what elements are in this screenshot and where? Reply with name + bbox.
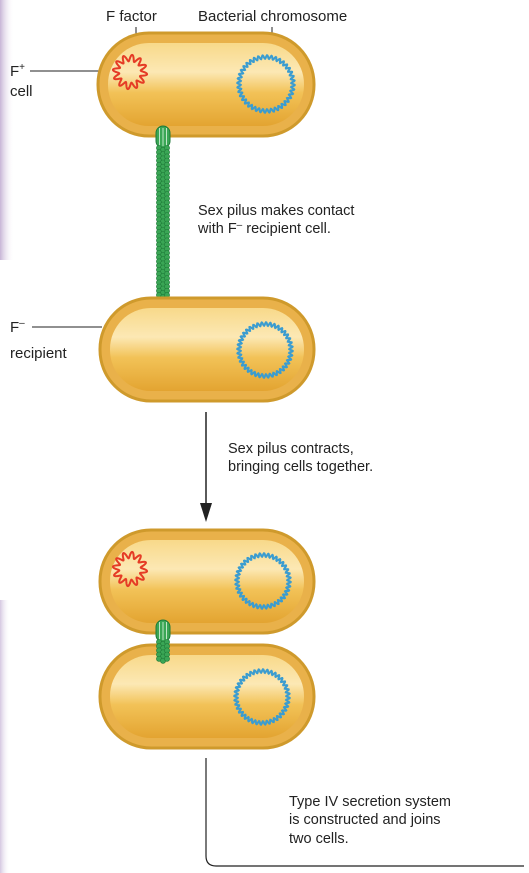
label-cell: cell [10,83,33,100]
label-f-minus: F– [10,318,25,336]
f-minus-recipient-cell-joined [100,645,314,748]
caption-step3-line3: two cells. [289,831,349,847]
caption-step2-line2: bringing cells together. [228,459,373,475]
caption-step1-line2: with F– recipient cell. [197,220,331,237]
label-bacterial-chromosome: Bacterial chromosome [198,8,347,25]
label-f-plus: F+ [10,62,25,80]
label-f-factor: F factor [106,8,157,25]
caption-step3-line1: Type IV secretion system [289,794,451,810]
caption-step1-line1: Sex pilus makes contact [198,203,354,219]
sex-pilus-long [156,126,170,300]
type-iv-secretion-system [156,620,170,663]
f-minus-recipient-cell [100,298,314,401]
down-arrow-icon [200,412,212,522]
caption-step3-line2: is constructed and joins [289,812,441,828]
caption-step2-line1: Sex pilus contracts, [228,441,354,457]
edge-accent [0,0,14,260]
label-recipient: recipient [10,345,68,362]
edge-accent-lower [0,600,10,873]
